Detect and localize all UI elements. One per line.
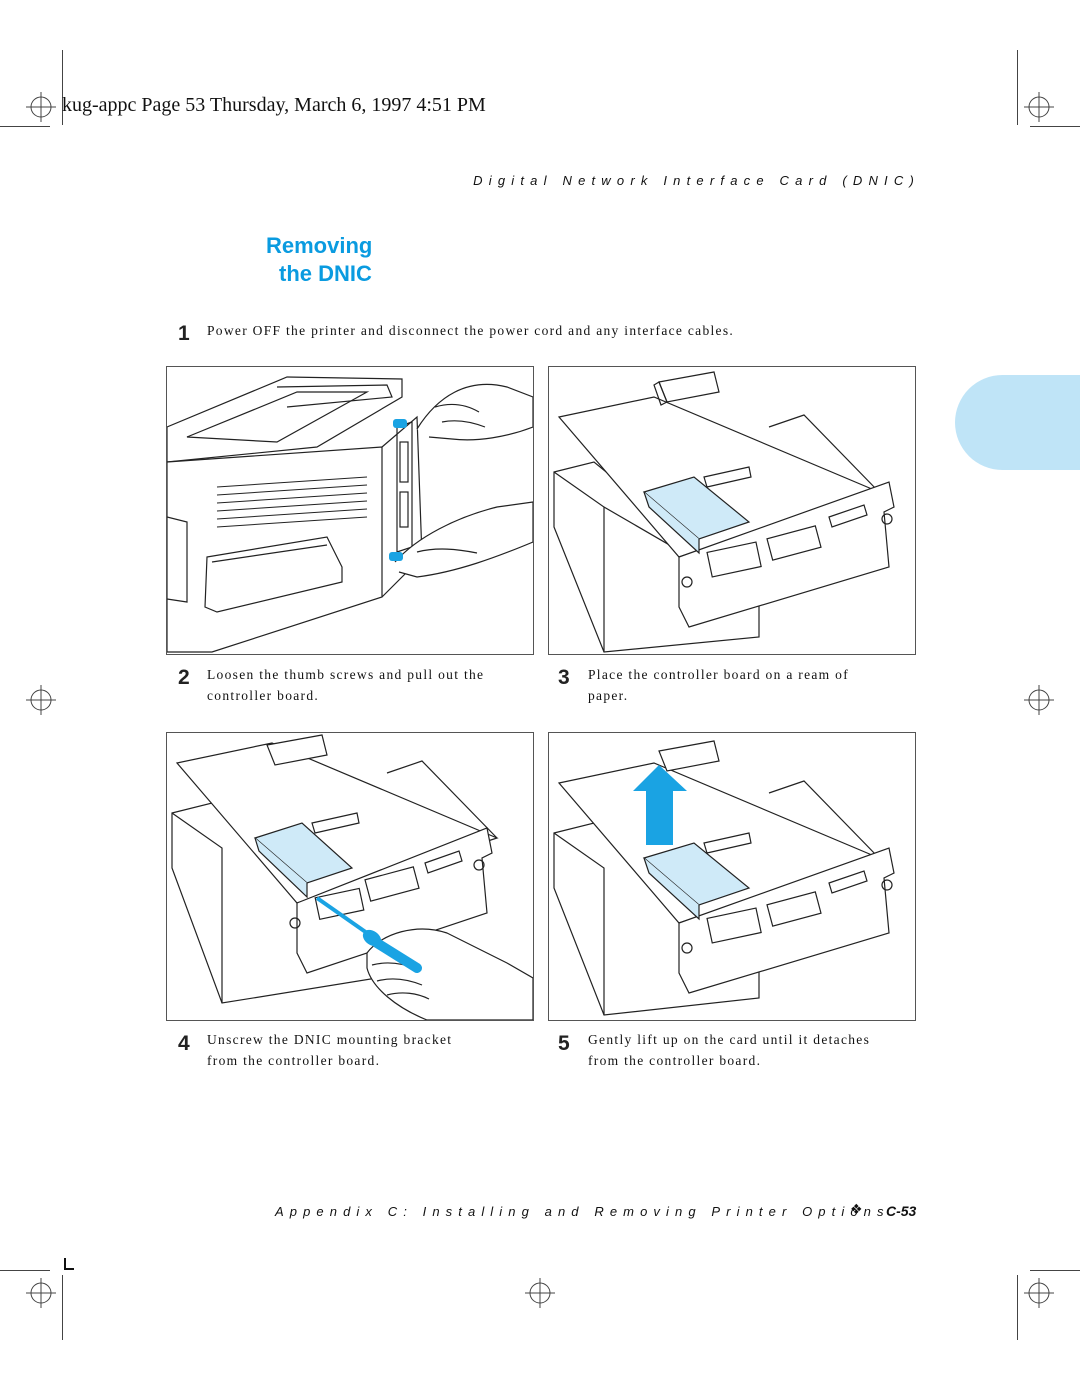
crop-mark-icon — [62, 1275, 63, 1340]
illustration-printer-rear — [166, 366, 534, 655]
footer-chapter-title: Appendix C: Installing and Removing Prin… — [275, 1204, 890, 1219]
step-text-line: Unscrew the DNIC mounting bracket — [207, 1032, 453, 1047]
footer-separator: ❖ — [850, 1202, 863, 1218]
crop-mark-icon — [1030, 126, 1080, 127]
registration-mark-icon — [525, 1278, 555, 1308]
section-title-line1: Removing — [266, 233, 373, 258]
step-text-line: controller board. — [207, 688, 320, 703]
step-text: Gently lift up on the card until it deta… — [588, 1029, 870, 1071]
step-text-line: Gently lift up on the card until it deta… — [588, 1032, 871, 1047]
step-number: 4 — [178, 1032, 190, 1055]
registration-mark-icon — [26, 92, 56, 122]
step-number: 1 — [178, 322, 190, 345]
step-number: 2 — [178, 666, 190, 689]
step-number: 3 — [558, 666, 570, 689]
step-text-line: Place the controller board on a ream of — [588, 667, 849, 682]
step-text-line: paper. — [588, 688, 629, 703]
step-number: 5 — [558, 1032, 570, 1055]
registration-mark-icon — [1024, 92, 1054, 122]
crop-mark-icon — [1017, 1275, 1018, 1340]
illustration-lift-card — [548, 732, 916, 1021]
page-number: C-53 — [886, 1203, 917, 1219]
registration-mark-icon — [1024, 1278, 1054, 1308]
crop-mark-icon — [1017, 50, 1018, 125]
registration-mark-icon — [26, 1278, 56, 1308]
print-job-line: kug-appc Page 53 Thursday, March 6, 1997… — [62, 94, 486, 116]
chapter-tab — [955, 375, 1080, 470]
running-head: Digital Network Interface Card (DNIC) — [473, 173, 920, 188]
illustration-controller-board — [548, 366, 916, 655]
crop-mark-icon — [64, 1268, 74, 1270]
step-text: Loosen the thumb screws and pull out the… — [207, 664, 484, 706]
step-text: Unscrew the DNIC mounting bracket from t… — [207, 1029, 452, 1071]
crop-mark-icon — [0, 1270, 50, 1271]
step-text-line: Loosen the thumb screws and pull out the — [207, 667, 485, 682]
step-text: Place the controller board on a ream of … — [588, 664, 849, 706]
crop-mark-icon — [1030, 1270, 1080, 1271]
step-text: Power OFF the printer and disconnect the… — [207, 323, 735, 338]
lift-arrow-icon — [633, 765, 687, 845]
section-title-line2: the DNIC — [279, 261, 372, 286]
illustration-unscrew-bracket — [166, 732, 534, 1021]
crop-mark-icon — [64, 1258, 66, 1270]
registration-mark-icon — [26, 685, 56, 715]
step-text-line: from the controller board. — [588, 1053, 762, 1068]
step-text-line: from the controller board. — [207, 1053, 381, 1068]
registration-mark-icon — [1024, 685, 1054, 715]
crop-mark-icon — [62, 50, 63, 125]
crop-mark-icon — [0, 126, 50, 127]
